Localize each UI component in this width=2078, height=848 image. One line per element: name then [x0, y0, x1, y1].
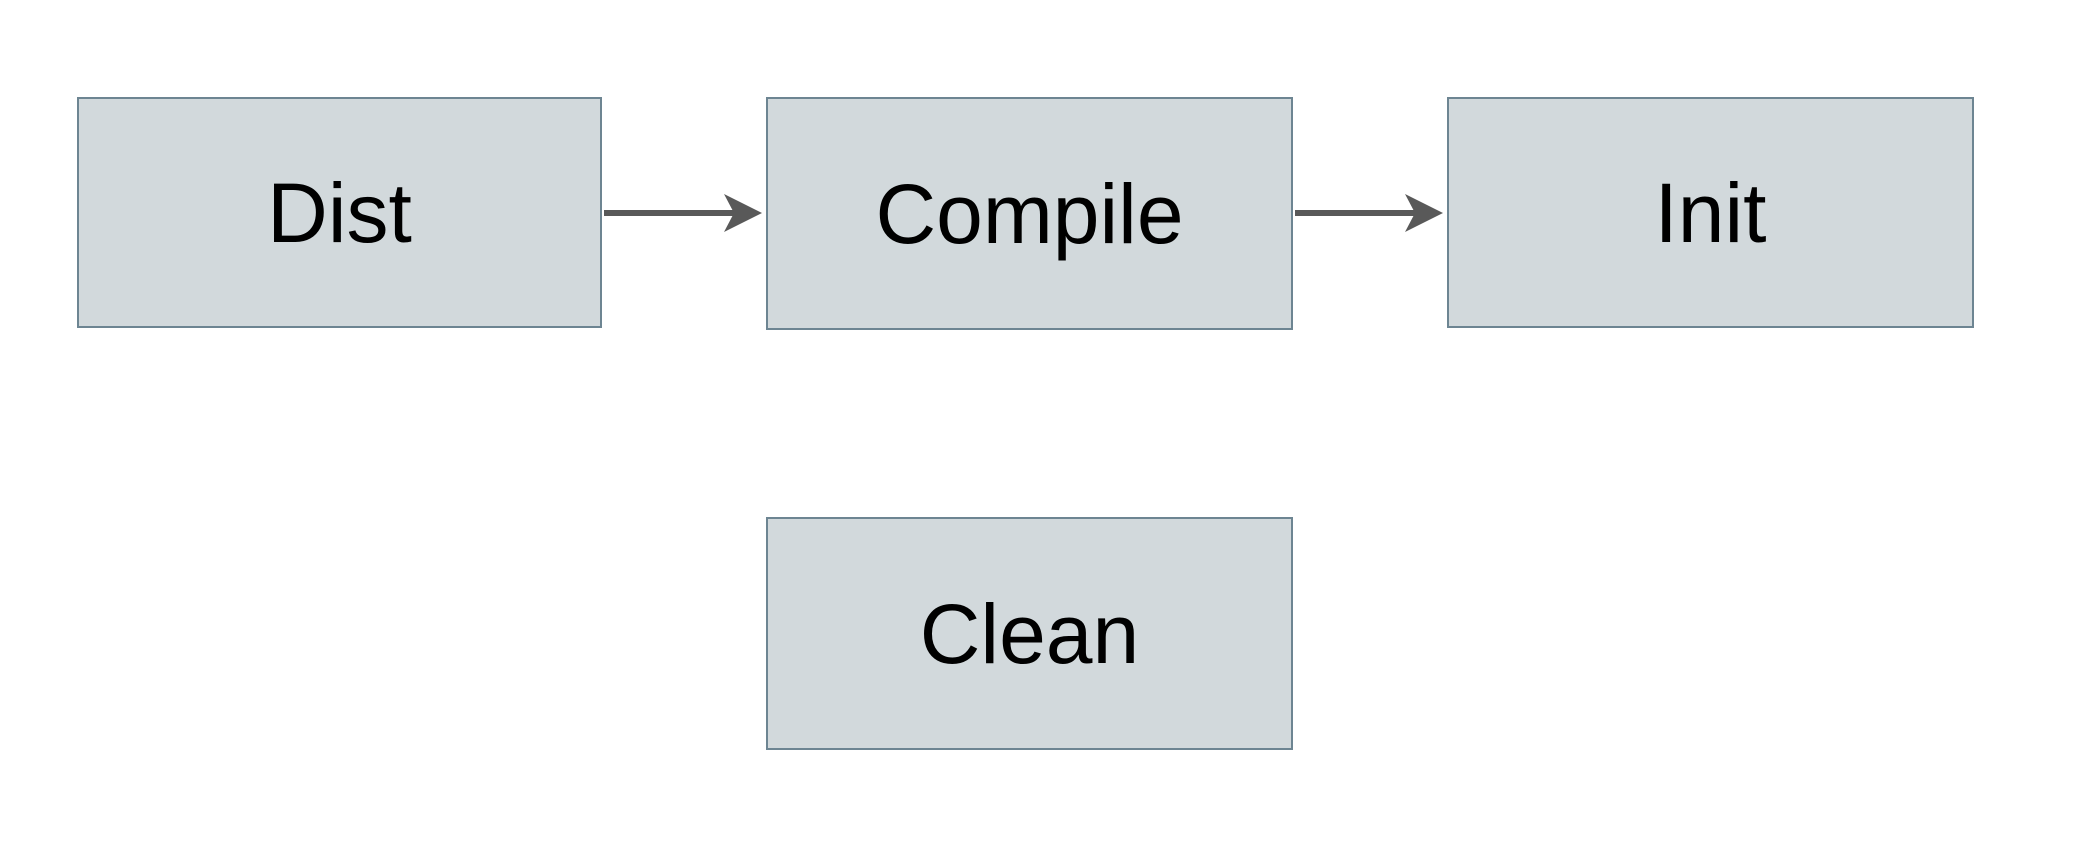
diagram-node-clean[interactable]: Clean [766, 517, 1293, 750]
node-label-dist: Dist [267, 165, 412, 260]
connector-arrow-compile-init[interactable] [1295, 194, 1443, 232]
arrow-right-icon [724, 194, 762, 232]
diagram-node-compile[interactable]: Compile [766, 97, 1293, 330]
diagram-node-init[interactable]: Init [1447, 97, 1974, 328]
node-label-compile: Compile [875, 166, 1184, 261]
node-label-clean: Clean [919, 586, 1140, 681]
arrow-right-icon [1405, 194, 1443, 232]
connector-arrow-dist-compile[interactable] [604, 194, 762, 232]
node-label-init: Init [1654, 165, 1767, 260]
diagram-node-dist[interactable]: Dist [77, 97, 602, 328]
